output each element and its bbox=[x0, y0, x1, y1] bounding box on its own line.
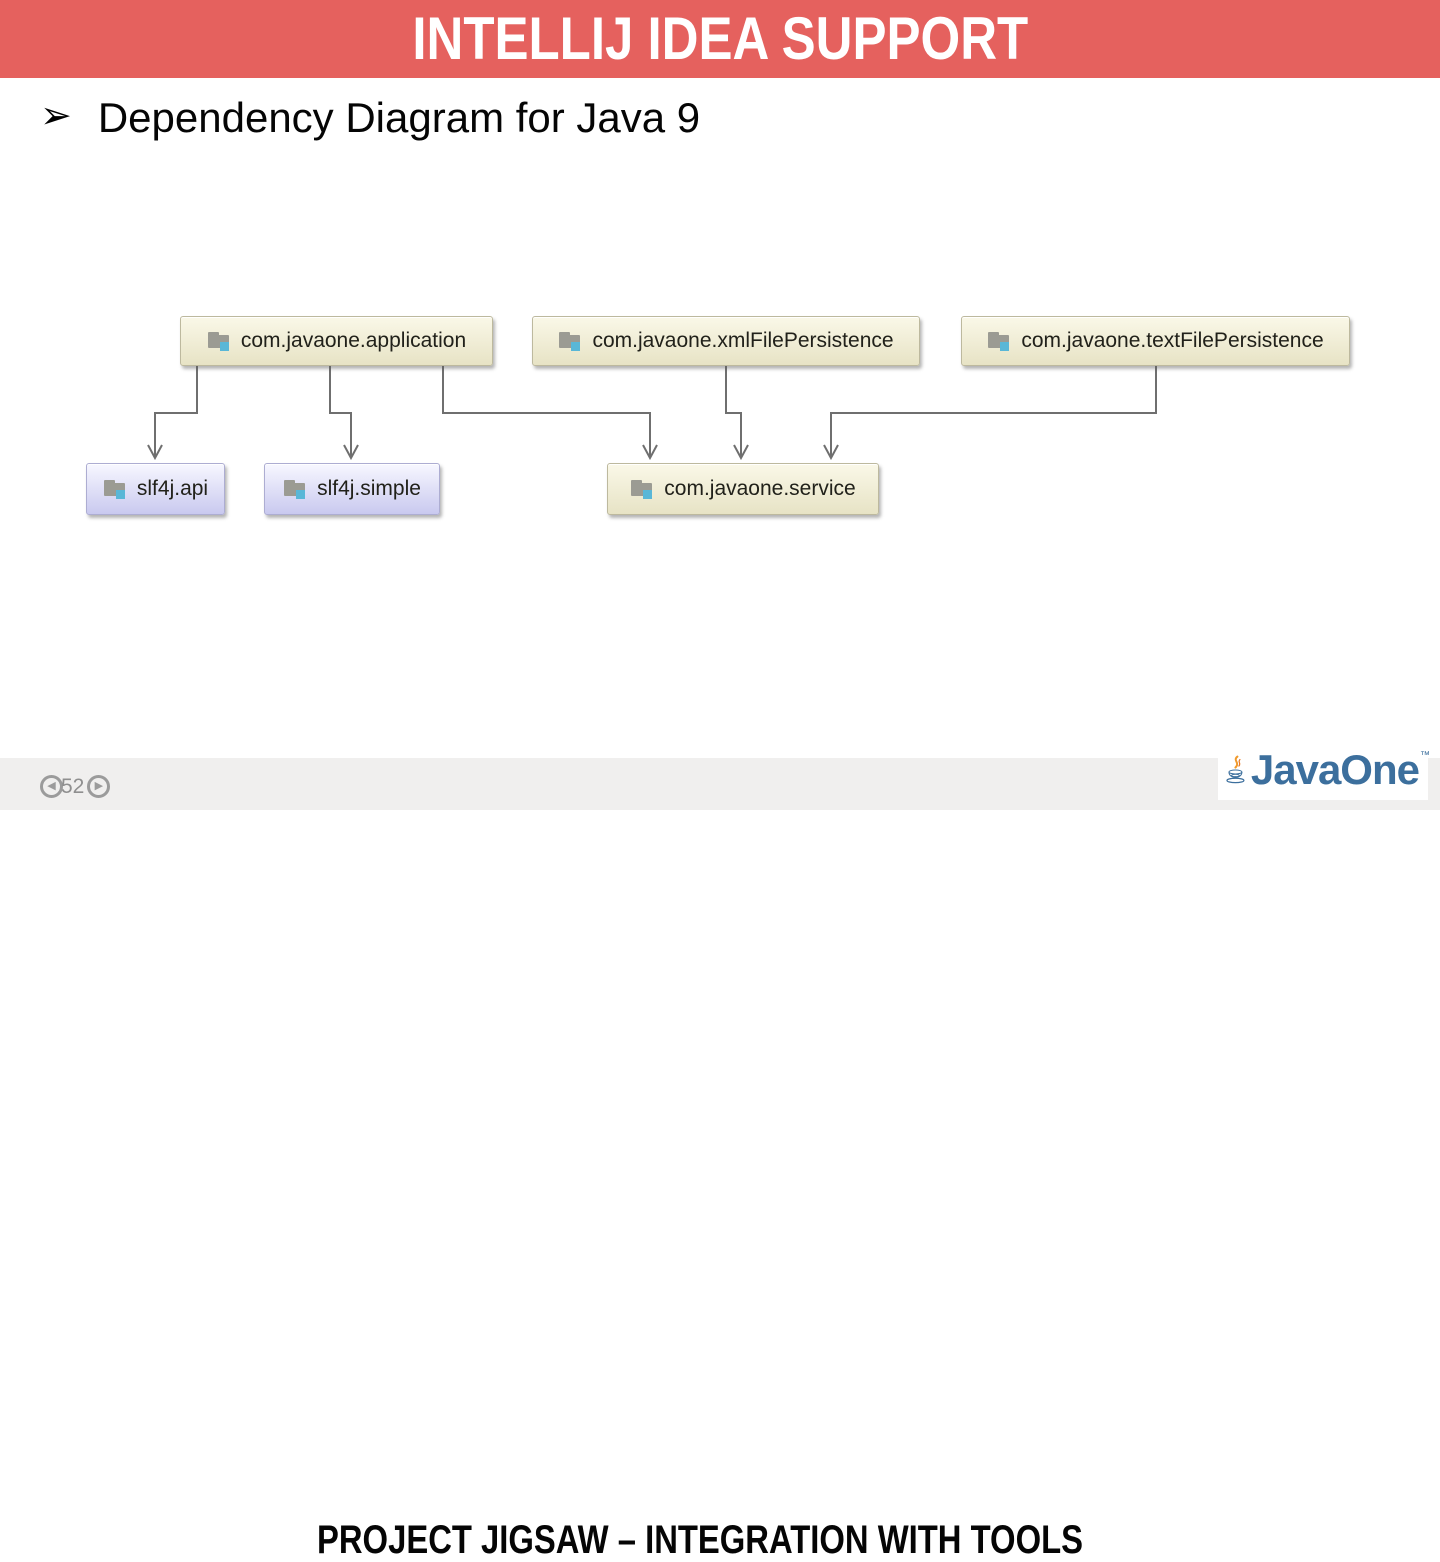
module-label: com.javaone.textFilePersistence bbox=[1021, 329, 1324, 352]
module-label: slf4j.simple bbox=[317, 477, 421, 500]
next-button[interactable]: ▶ bbox=[87, 774, 111, 798]
folder-icon bbox=[207, 332, 229, 351]
module-box-slf4j-api: slf4j.api bbox=[86, 463, 225, 515]
footer-title: PROJECT JIGSAW – INTEGRATION WITH TOOLS bbox=[316, 1518, 1083, 1562]
page-nav: ◀ 52 ▶ bbox=[40, 774, 111, 798]
folder-icon bbox=[284, 480, 306, 499]
prev-icon: ◀ bbox=[47, 779, 56, 792]
javaone-logo: JavaOne™ bbox=[1218, 740, 1430, 800]
module-box-application: com.javaone.application bbox=[180, 316, 493, 366]
edge-application-slf4j-api bbox=[147, 366, 198, 461]
module-box-slf4j-simple: slf4j.simple bbox=[264, 463, 440, 515]
module-label: slf4j.api bbox=[136, 477, 209, 500]
module-box-textfilepersistence: com.javaone.textFilePersistence bbox=[961, 316, 1350, 366]
module-box-xmlfilepersistence: com.javaone.xmlFilePersistence bbox=[532, 316, 920, 366]
javaone-wordmark: JavaOne™ bbox=[1250, 746, 1430, 793]
module-label: com.javaone.application bbox=[240, 329, 467, 352]
module-label: com.javaone.xmlFilePersistence bbox=[592, 329, 894, 352]
edge-textfilepersistence-service bbox=[823, 366, 1157, 461]
next-icon: ▶ bbox=[94, 779, 104, 792]
module-label: com.javaone.service bbox=[664, 477, 856, 500]
title-banner: INTELLIJ IDEA SUPPORT bbox=[0, 0, 1440, 78]
bullet-arrow-icon: ➢ bbox=[40, 95, 72, 137]
bullet-item: ➢ Dependency Diagram for Java 9 bbox=[40, 94, 701, 141]
folder-icon bbox=[988, 332, 1010, 351]
edge-application-service bbox=[442, 366, 658, 461]
folder-icon bbox=[103, 480, 125, 499]
javaone-tm: ™ bbox=[1420, 750, 1430, 761]
slide-title: INTELLIJ IDEA SUPPORT bbox=[412, 5, 1028, 72]
folder-icon bbox=[559, 332, 581, 351]
folder-icon bbox=[631, 480, 653, 499]
page-number: 52 bbox=[61, 774, 85, 798]
prev-button[interactable]: ◀ bbox=[40, 774, 63, 798]
edge-application-slf4j-simple bbox=[329, 366, 359, 461]
bullet-text: Dependency Diagram for Java 9 bbox=[97, 94, 701, 141]
edge-xmlfilepersistence-service bbox=[725, 366, 749, 461]
module-box-service: com.javaone.service bbox=[607, 463, 879, 515]
javaone-cup-icon bbox=[1226, 755, 1245, 784]
